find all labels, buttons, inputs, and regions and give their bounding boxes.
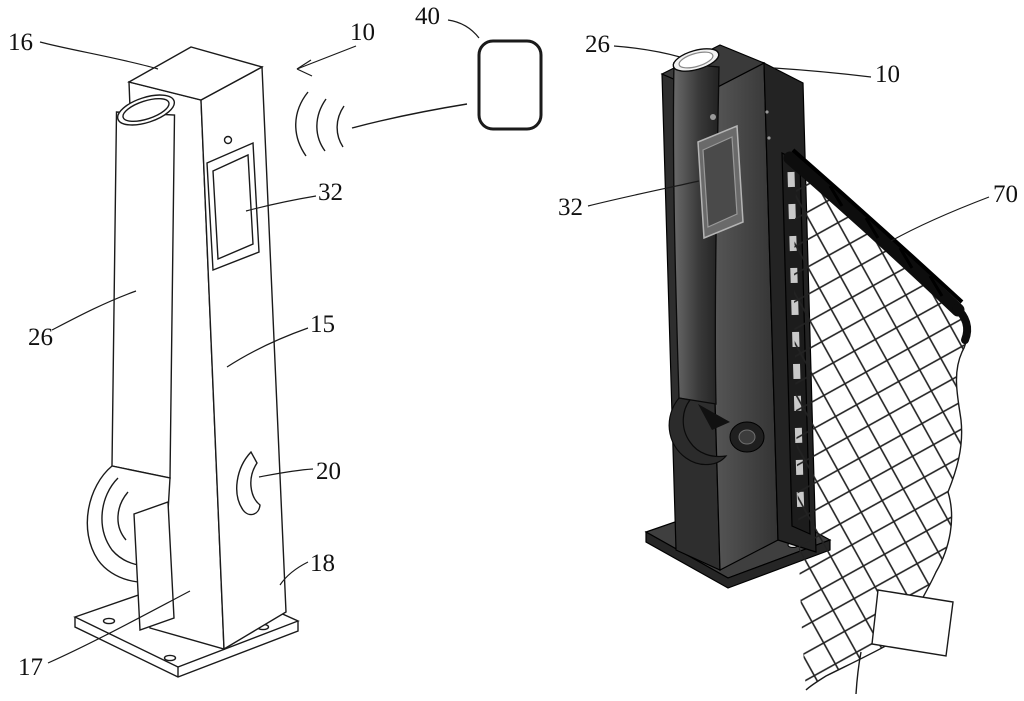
net-top-bar-end-hook xyxy=(952,304,972,344)
rivet-dot xyxy=(765,110,769,114)
ref-label-16: 16 xyxy=(8,29,33,56)
net-bar-tick xyxy=(828,185,844,207)
net-bar-tick xyxy=(898,247,914,269)
net-top-bar-detail xyxy=(791,148,964,304)
ref-label-32-left: 32 xyxy=(318,179,343,206)
right-bollard-view: 26 10 32 70 xyxy=(558,31,1018,695)
tube-curl-inner-line xyxy=(117,491,129,541)
net-patch xyxy=(871,589,954,657)
tube-top-inner-ring-right xyxy=(678,51,714,69)
ref-label-18: 18 xyxy=(310,550,335,577)
leader-32-right xyxy=(587,180,700,207)
wireless-wave-icon xyxy=(316,98,327,152)
leader-40 xyxy=(447,19,480,39)
ref-label-26-right: 26 xyxy=(585,31,610,58)
leader-15 xyxy=(226,327,309,368)
net-crank-handle xyxy=(698,404,730,430)
ref-label-26-left: 26 xyxy=(28,324,53,351)
wireless-wave-icon xyxy=(295,91,309,157)
pointer-arrow-10 xyxy=(296,45,357,70)
tube-top-ring xyxy=(116,94,176,126)
leader-26-left xyxy=(51,290,137,331)
hook-slot xyxy=(236,450,261,516)
ref-label-20: 20 xyxy=(316,458,341,485)
display-screen-inner-right xyxy=(702,136,738,228)
ref-label-40: 40 xyxy=(415,3,440,30)
arrowhead-icon xyxy=(296,59,313,77)
net-edge-wave xyxy=(899,309,968,639)
remote-card xyxy=(477,39,543,131)
net-inner-wave xyxy=(855,651,862,695)
indicator-dot xyxy=(223,135,233,145)
display-screen-inner xyxy=(212,153,254,261)
tube-strap xyxy=(133,501,175,631)
indicator-dot-right xyxy=(710,114,716,120)
tube-top-inner-ring xyxy=(122,97,170,123)
post-top-face xyxy=(127,46,264,101)
leader-70 xyxy=(890,196,990,242)
display-screen-outer xyxy=(206,141,260,272)
ref-label-10-right: 10 xyxy=(875,61,900,88)
leader-17 xyxy=(47,590,191,664)
ref-label-70: 70 xyxy=(993,181,1018,208)
net-bar-tick xyxy=(928,275,944,297)
ref-label-32-right: 32 xyxy=(558,194,583,221)
net-bar-tick xyxy=(864,217,880,239)
ref-label-10-left: 10 xyxy=(350,19,375,46)
tube-body xyxy=(111,111,176,479)
rivet-dot xyxy=(767,136,771,140)
net-bottom-wave xyxy=(805,637,901,691)
tube-curl-right xyxy=(668,397,728,466)
net-mesh xyxy=(794,168,967,690)
leader-26-right xyxy=(613,45,681,58)
mounting-hole xyxy=(102,617,116,625)
leader-16 xyxy=(39,41,159,70)
ref-label-15: 15 xyxy=(310,311,335,338)
leader-10-right xyxy=(773,67,872,78)
ref-label-17: 17 xyxy=(18,654,43,681)
wireless-swoosh xyxy=(351,103,468,129)
wireless-wave-icon xyxy=(336,105,345,148)
base-plate-side xyxy=(74,617,299,678)
mounting-hole xyxy=(163,654,177,662)
leader-20 xyxy=(258,468,314,478)
leader-18 xyxy=(279,561,309,586)
leader-32-left xyxy=(245,195,317,212)
net-reel-hub xyxy=(738,429,756,445)
left-bollard-view: 16 10 40 26 32 15 20 18 17 xyxy=(8,3,543,681)
